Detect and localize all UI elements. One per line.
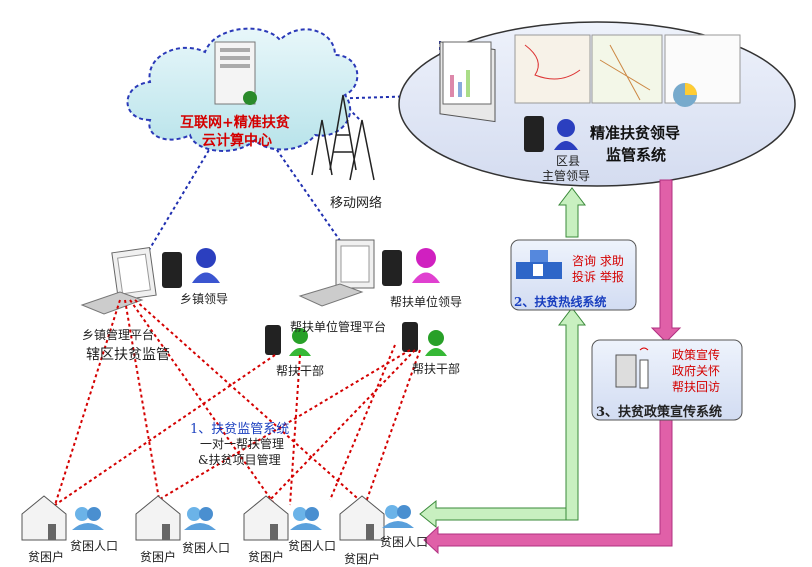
tower-icon (311, 94, 375, 181)
cloud-title-1: 互联网+精准扶贫 (180, 115, 290, 131)
town-leader-label: 乡镇领导 (180, 292, 229, 306)
house-2 (135, 495, 181, 541)
town-workstation (80, 247, 157, 315)
people-label-2: 贫困人口 (182, 541, 231, 555)
people-4 (382, 505, 414, 528)
policy-item-1: 政策宣传 (672, 348, 721, 362)
supervision-system-line-1: 一对一帮扶管理 (200, 437, 285, 451)
leader-system-title-2: 监管系统 (606, 146, 667, 164)
unit-leader-icon (416, 248, 436, 268)
town-supervision-label: 辖区扶贫监管 (86, 347, 170, 363)
supervision-links (54, 299, 421, 506)
map-thumbnail-2 (591, 34, 663, 104)
people-label-4: 贫困人口 (380, 535, 429, 549)
broadcast-icon (615, 347, 649, 389)
people-1 (72, 507, 104, 530)
mobile-network-label: 移动网络 (330, 196, 383, 211)
people-3 (290, 507, 322, 530)
unit-leader-label: 帮扶单位领导 (390, 295, 463, 309)
county-label: 区县 (556, 154, 581, 168)
policy-title: 3、扶贫政策宣传系统 (596, 405, 723, 420)
household-label-1: 贫困户 (28, 550, 65, 564)
cadre-phone-1 (265, 325, 281, 355)
map-thumbnail (514, 34, 591, 104)
leader-system-title-1: 精准扶贫领导 (590, 124, 681, 142)
house-4 (339, 495, 385, 541)
hotline-items-1: 咨询 求助 (572, 254, 624, 268)
hotline-title: 2、扶贫热线系统 (514, 295, 607, 309)
people-label-3: 贫困人口 (288, 539, 337, 553)
pink-arrows (423, 179, 682, 555)
supervision-system-line-2: &扶贫项目管理 (198, 453, 281, 467)
supervisor-label: 主管领导 (542, 169, 591, 183)
policy-item-3: 帮扶回访 (672, 380, 721, 394)
household-label-2: 贫困户 (140, 550, 177, 564)
green-arrows (419, 187, 587, 529)
cadre-label-1: 帮扶干部 (276, 364, 325, 378)
household-label-4: 贫困户 (344, 552, 381, 566)
policy-item-2: 政府关怀 (672, 364, 721, 378)
cadre-phone-2 (402, 322, 418, 352)
town-platform-label: 乡镇管理平台 (82, 328, 155, 342)
cadre-icon-2 (428, 330, 444, 346)
house-1 (21, 495, 67, 541)
call-center-icon (516, 250, 562, 279)
phone-icon (524, 116, 544, 152)
household-label-3: 贫困户 (248, 550, 285, 564)
supervision-system-title: 1、扶贫监管系统 (190, 422, 290, 437)
unit-workstation (298, 239, 375, 307)
cadre-label-2: 帮扶干部 (412, 362, 461, 376)
cloud-title-2: 云计算中心 (202, 133, 272, 149)
link-cloud-town (139, 139, 216, 266)
hotline-items-2: 投诉 举报 (572, 270, 624, 284)
person-icon (557, 119, 575, 137)
people-2 (184, 507, 216, 530)
people-label-1: 贫困人口 (70, 539, 119, 553)
unit-platform-label: 帮扶单位管理平台 (290, 320, 387, 334)
unit-phone (382, 250, 402, 286)
cadre-icon-1 (292, 328, 308, 344)
town-phone (162, 252, 182, 288)
town-leader-icon (196, 248, 216, 268)
house-3 (243, 495, 289, 541)
link-cloud-unit (269, 139, 351, 256)
server-icon (214, 41, 257, 105)
